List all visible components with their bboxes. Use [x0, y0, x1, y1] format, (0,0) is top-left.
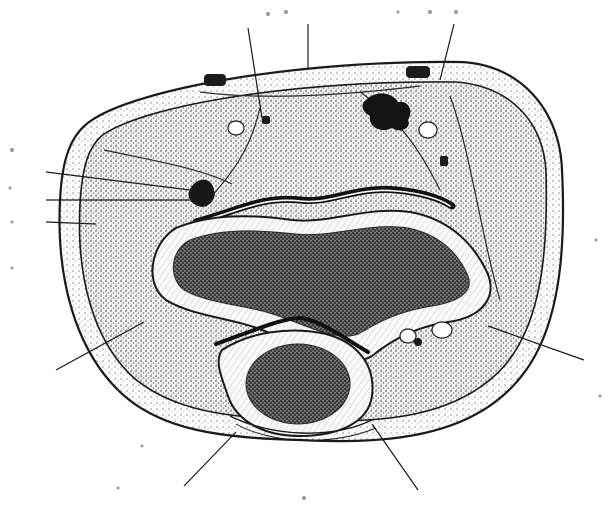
tendon-right-2	[432, 322, 452, 338]
leader-line-bottom-left	[184, 432, 236, 486]
label-mark-left-4	[11, 267, 14, 270]
tendon-right-1	[419, 122, 437, 138]
label-mark-top-3	[397, 11, 400, 14]
superficial-vein-right	[406, 66, 430, 78]
label-mark-top-5	[454, 10, 458, 14]
label-mark-bottom-2	[302, 496, 306, 500]
label-mark-left-2	[9, 187, 12, 190]
tendon-right-3	[400, 329, 416, 343]
tendon-left-1	[228, 121, 244, 135]
superficial-vein-left	[204, 74, 226, 86]
label-mark-left-3	[11, 221, 14, 224]
label-mark-top-2	[284, 10, 288, 14]
label-mark-right-2	[595, 239, 598, 242]
label-mark-top-4	[428, 10, 432, 14]
small-vessel-center	[262, 116, 270, 124]
label-mark-top-1	[266, 12, 270, 16]
small-vessel-right	[440, 156, 448, 166]
label-mark-bottom-1	[117, 487, 120, 490]
ulna-marrow	[246, 344, 350, 424]
label-mark-left-1	[10, 148, 14, 152]
label-mark-right-1	[599, 395, 602, 398]
label-mark-bottom-3	[141, 445, 144, 448]
